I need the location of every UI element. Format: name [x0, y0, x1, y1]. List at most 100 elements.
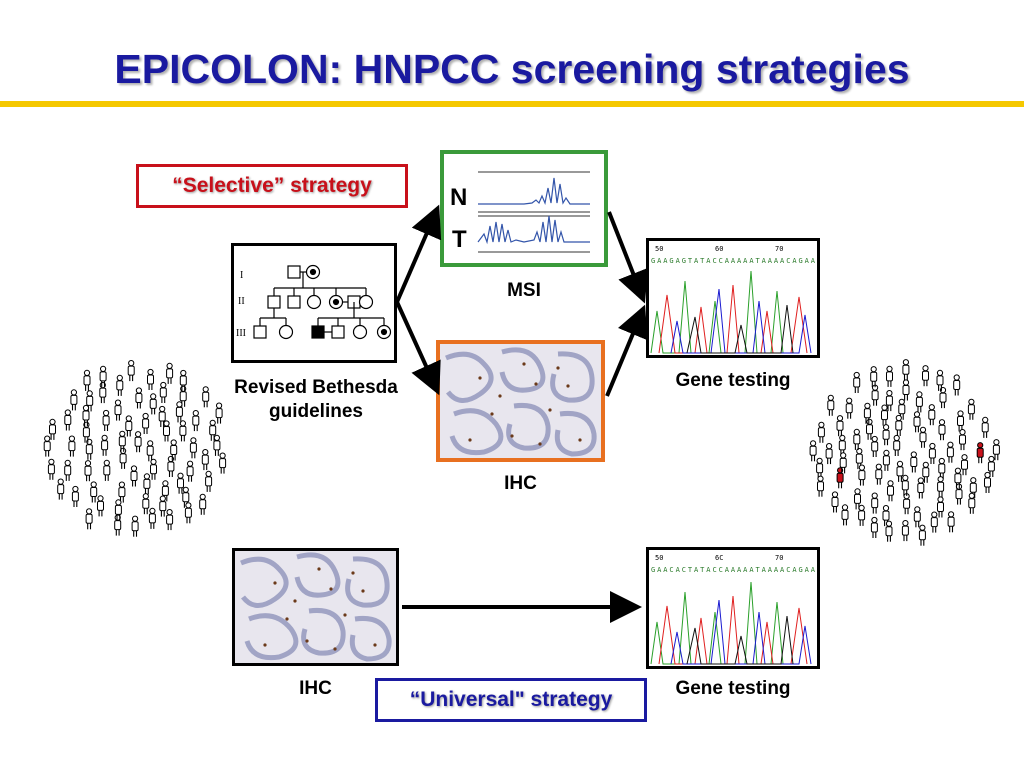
person-icon: [936, 496, 945, 519]
person-icon: [956, 410, 965, 433]
person-icon: [816, 457, 824, 480]
person-icon: [871, 492, 879, 515]
person-icon: [184, 502, 192, 524]
person-icon: [179, 420, 187, 442]
person-icon: [146, 368, 155, 391]
pedigree-diagram: I II III: [231, 243, 397, 363]
ihc-image-bottom: [232, 548, 399, 666]
person-icon: [885, 389, 893, 412]
affected-person-icon: [976, 442, 984, 464]
person-icon: [48, 418, 57, 441]
person-icon: [161, 480, 169, 502]
person-icon: [831, 491, 839, 514]
person-icon: [827, 394, 835, 417]
seq-tick-60-bottom: 6C: [715, 554, 723, 562]
pedigree-drawing: I II III: [236, 264, 392, 340]
person-icon: [99, 381, 107, 404]
person-icon: [143, 473, 151, 495]
msi-n-label: N: [450, 184, 468, 211]
person-icon: [853, 371, 861, 394]
arrow-bethesda-to-msi: [395, 204, 442, 303]
seq-tick-50-bottom: 50: [655, 554, 663, 562]
person-icon: [922, 461, 930, 484]
person-icon: [955, 483, 963, 506]
person-icon: [870, 516, 878, 539]
person-icon: [101, 434, 109, 457]
person-icon: [202, 386, 210, 408]
person-icon: [918, 524, 926, 547]
seq-tick-70: 70: [775, 245, 783, 253]
person-icon: [149, 458, 158, 481]
person-icon: [871, 384, 879, 407]
person-icon: [179, 385, 187, 408]
person-icon: [983, 471, 992, 494]
person-icon: [175, 401, 183, 423]
affected-person-icon: [836, 467, 844, 489]
pedigree-affected-male: [311, 325, 325, 339]
person-icon: [913, 411, 921, 433]
crowd-left: [43, 359, 227, 538]
slide-title: EPICOLON: HNPCC screening strategies: [114, 46, 910, 92]
person-icon: [937, 476, 945, 498]
person-icon: [902, 379, 910, 402]
person-icon: [102, 409, 110, 432]
person-icon: [870, 366, 878, 388]
chromatogram-top: 50 60 70 GAAGAGTATACCAAAAATAAAACAGAA: [650, 245, 816, 354]
sequence-text-top: GAAGAGTATACCAAAAATAAAACAGAA: [651, 257, 816, 265]
person-icon: [882, 449, 890, 472]
person-icon: [103, 459, 111, 482]
person-icon: [928, 404, 936, 426]
gen-1-label: I: [240, 270, 243, 281]
person-icon: [176, 472, 185, 495]
selective-strategy-label: “Selective” strategy: [136, 164, 408, 208]
ihc-label-top: IHC: [504, 473, 537, 494]
person-icon: [875, 463, 883, 486]
person-icon: [201, 448, 209, 471]
person-icon: [170, 439, 178, 462]
person-icon: [90, 481, 98, 504]
person-icon: [83, 369, 91, 392]
person-icon: [816, 475, 825, 498]
person-icon: [85, 508, 93, 530]
person-icon: [99, 365, 107, 388]
msi-box: N T: [440, 150, 608, 267]
person-icon: [858, 464, 866, 487]
person-icon: [809, 440, 817, 462]
person-icon: [71, 485, 79, 508]
person-icon: [901, 519, 909, 542]
person-icon: [118, 430, 126, 453]
person-icon: [205, 470, 213, 493]
person-icon: [167, 455, 175, 478]
person-icon: [825, 442, 833, 465]
seq-tick-70-bottom: 70: [775, 554, 783, 562]
person-icon: [64, 459, 72, 482]
person-icon: [882, 424, 890, 446]
person-icon: [47, 458, 55, 481]
person-icon: [116, 374, 124, 397]
person-icon: [119, 447, 127, 470]
gene-testing-label-top: Gene testing: [675, 370, 791, 391]
person-icon: [114, 499, 122, 521]
person-icon: [917, 477, 925, 500]
sequence-text-bottom: GAACACTATACCAAAAATAAAACAGAA: [651, 566, 816, 574]
ihc-image-top: [436, 340, 605, 462]
person-icon: [853, 488, 862, 510]
person-icon: [114, 514, 122, 537]
chromatogram-bottom: 50 6C 70 GAACACTATACCAAAAATAAAACAGAA: [650, 554, 816, 665]
person-icon: [130, 465, 138, 488]
person-icon: [855, 447, 863, 470]
arrow-msi-to-gene: [607, 211, 649, 304]
person-icon: [82, 404, 90, 427]
person-icon: [186, 460, 194, 483]
person-icon: [968, 492, 976, 515]
person-icon: [64, 409, 72, 432]
person-icon: [179, 369, 187, 392]
arrow-ihc-to-gene: [605, 304, 648, 397]
person-icon: [987, 455, 995, 478]
person-icon: [921, 365, 930, 387]
person-icon: [969, 477, 977, 499]
person-icon: [886, 480, 895, 502]
person-icon: [992, 439, 1000, 461]
person-icon: [57, 478, 65, 501]
person-icon: [913, 506, 921, 528]
